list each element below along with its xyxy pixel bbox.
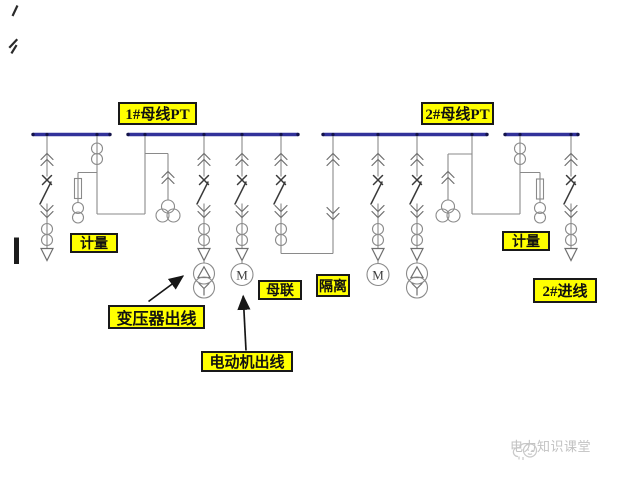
transformer-icon bbox=[192, 260, 216, 299]
label-incoming-2: 2#进线 bbox=[533, 278, 597, 303]
ct-coils-icon bbox=[564, 222, 578, 247]
disconnector-icon bbox=[326, 152, 340, 167]
annotation-arrows bbox=[147, 275, 251, 351]
disconnector-icon bbox=[274, 204, 288, 219]
bus2-pt-branch bbox=[435, 136, 473, 223]
scan-artifacts bbox=[8, 5, 19, 264]
disconnector-icon bbox=[40, 152, 54, 167]
label-isolator: 隔离 bbox=[316, 274, 350, 297]
bus1-pt-branch bbox=[144, 136, 181, 223]
disconnector-icon bbox=[197, 152, 211, 167]
disconnector-icon bbox=[410, 204, 424, 219]
fuse-icon bbox=[73, 177, 83, 200]
motor-icon: M bbox=[366, 260, 390, 287]
ct-coils-icon bbox=[371, 222, 385, 247]
disconnector-icon bbox=[371, 204, 385, 219]
ct-coils-icon bbox=[40, 222, 54, 247]
disconnector-icon bbox=[441, 170, 455, 185]
disconnector-icon bbox=[410, 152, 424, 167]
label-bus1-pt: 1#母线PT bbox=[118, 102, 197, 125]
disconnector-icon bbox=[371, 152, 385, 167]
ct-coils-icon bbox=[410, 222, 424, 247]
line-arrow-icon bbox=[410, 247, 424, 262]
circuit-breaker-icon bbox=[370, 174, 384, 205]
bus-junction-dots bbox=[31, 132, 580, 137]
bus1-metering-branch bbox=[71, 136, 145, 224]
pt-coils-icon bbox=[533, 201, 547, 224]
ct-coils-icon bbox=[90, 142, 104, 166]
watermark-logo-icon bbox=[512, 443, 538, 460]
incoming-feeder-1 bbox=[39, 136, 54, 262]
line-arrow-icon bbox=[564, 247, 578, 262]
line-arrow-icon bbox=[40, 247, 54, 262]
ct-coils-icon bbox=[235, 222, 249, 247]
disconnector-icon bbox=[235, 204, 249, 219]
disconnector-icon bbox=[235, 152, 249, 167]
disconnector-icon bbox=[274, 152, 288, 167]
motor-letter: M bbox=[236, 268, 248, 283]
motor-letter: M bbox=[372, 268, 384, 283]
ct-coils-icon bbox=[513, 142, 527, 166]
watermark-text: 电力知识课堂 bbox=[510, 439, 592, 454]
motor-icon: M bbox=[230, 260, 254, 287]
incoming-feeder-2 bbox=[563, 136, 578, 262]
transformer-icon bbox=[405, 260, 429, 299]
motor-feeder-right: M bbox=[366, 136, 390, 287]
label-transformer-feeder: 变压器出线 bbox=[108, 305, 205, 329]
fuse-icon bbox=[535, 178, 545, 200]
bus-pt-icon bbox=[155, 199, 181, 223]
transformer-feeder-left bbox=[192, 136, 216, 299]
motor-feeder-arrow bbox=[237, 294, 251, 351]
section-isolator-bay bbox=[326, 136, 340, 254]
ct-coils-icon bbox=[197, 222, 211, 247]
bus2-metering-branch bbox=[472, 136, 547, 224]
label-bus2-pt: 2#母线PT bbox=[421, 102, 494, 125]
label-motor-feeder: 电动机出线 bbox=[201, 351, 293, 372]
motor-feeder-left: M bbox=[230, 136, 254, 287]
disconnector-icon bbox=[564, 152, 578, 167]
label-metering-left: 计量 bbox=[70, 233, 118, 253]
label-metering-right: 计量 bbox=[502, 231, 550, 251]
line-arrow-icon bbox=[235, 247, 249, 262]
circuit-breaker-icon bbox=[409, 174, 423, 205]
disconnector-icon bbox=[40, 204, 54, 219]
circuit-breaker-icon bbox=[234, 174, 248, 205]
circuit-breaker-icon bbox=[196, 174, 210, 205]
bus-coupler-bay bbox=[273, 136, 333, 255]
disconnector-icon bbox=[326, 206, 340, 221]
pt-coils-icon bbox=[71, 201, 85, 224]
transformer-feeder-right bbox=[405, 136, 429, 299]
bus-pt-icon bbox=[435, 199, 461, 223]
label-bus-coupler: 母联 bbox=[258, 280, 302, 300]
circuit-breaker-icon bbox=[39, 174, 53, 205]
disconnector-icon bbox=[564, 204, 578, 219]
watermark: 电力知识课堂 bbox=[510, 436, 592, 460]
circuit-breaker-icon bbox=[563, 174, 577, 205]
line-arrow-icon bbox=[371, 247, 385, 262]
disconnector-icon bbox=[161, 170, 175, 185]
line-arrow-icon bbox=[197, 247, 211, 262]
ct-coils-icon bbox=[274, 222, 288, 247]
disconnector-icon bbox=[197, 204, 211, 219]
transformer-feeder-arrow bbox=[147, 275, 185, 303]
circuit-breaker-icon bbox=[273, 174, 287, 205]
